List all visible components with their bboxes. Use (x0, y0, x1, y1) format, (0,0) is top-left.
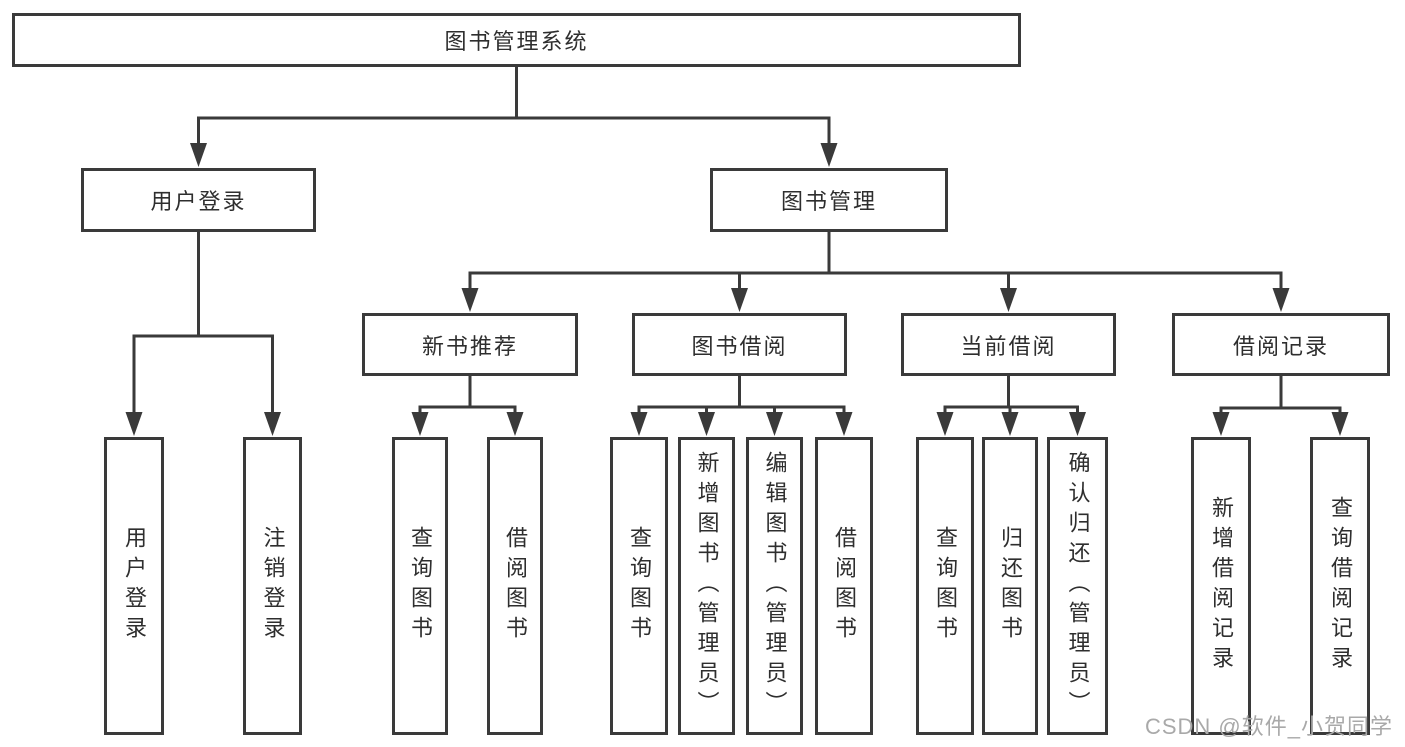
node-user-login: 用户登录 (81, 168, 316, 232)
connector-path-new-book-recommend (418, 375, 517, 419)
arrowhead-to-current-borrowing (1000, 288, 1017, 312)
arrowhead-to-leaf-br-query (1331, 412, 1349, 436)
node-leaf-logout: 注销登录 (243, 437, 302, 735)
connector-book-management (461, 231, 1290, 312)
arrowhead-to-leaf-bb-add (698, 412, 715, 436)
node-leaf-rec-borrow-label: 借阅图书 (503, 526, 528, 646)
node-leaf-cb-confirm: 确认归还（管理员） (1047, 437, 1108, 735)
node-book-management-label: 图书管理 (780, 189, 877, 214)
node-leaf-bb-query-label: 查询图书 (627, 526, 652, 646)
node-leaf-br-query-label: 查询借阅记录 (1328, 496, 1353, 676)
node-user-login-label: 用户登录 (150, 189, 247, 214)
node-root-label: 图书管理系统 (444, 29, 589, 54)
node-leaf-cb-return-label: 归还图书 (998, 526, 1023, 646)
arrowhead-to-new-book-recommend (461, 288, 479, 312)
node-leaf-br-query: 查询借阅记录 (1310, 437, 1370, 735)
node-leaf-user-login: 用户登录 (104, 437, 164, 735)
arrowhead-to-leaf-cb-confirm (1069, 412, 1086, 436)
connector-path-root (197, 66, 831, 150)
node-root: 图书管理系统 (12, 13, 1021, 67)
node-leaf-cb-return: 归还图书 (982, 437, 1038, 735)
node-new-book-recommend: 新书推荐 (362, 313, 578, 376)
connector-root (190, 66, 838, 167)
node-new-book-recommend-label: 新书推荐 (421, 333, 518, 359)
node-leaf-cb-confirm-label: 确认归还（管理员） (1065, 451, 1091, 721)
arrowhead-to-leaf-bb-borrow (835, 412, 853, 436)
node-leaf-rec-query-label: 查询图书 (408, 526, 433, 646)
node-current-borrowing: 当前借阅 (901, 313, 1116, 376)
arrowhead-to-borrowing-records (1272, 288, 1290, 312)
connector-path-book-management (468, 231, 1283, 295)
arrowhead-to-leaf-cb-return (1001, 412, 1019, 436)
node-leaf-cb-query: 查询图书 (916, 437, 974, 735)
arrowhead-to-leaf-bb-edit (766, 412, 783, 436)
node-leaf-user-login-label: 用户登录 (122, 526, 147, 646)
arrowhead-to-leaf-br-add (1212, 412, 1230, 436)
node-leaf-logout-label: 注销登录 (260, 526, 286, 646)
node-leaf-bb-query: 查询图书 (610, 437, 668, 735)
node-book-borrowing: 图书借阅 (632, 313, 847, 376)
connector-user-login (125, 231, 281, 436)
arrowhead-to-leaf-bb-query (630, 412, 648, 436)
connector-new-book-recommend (411, 375, 524, 436)
node-leaf-rec-query: 查询图书 (392, 437, 448, 735)
node-leaf-bb-add: 新增图书（管理员） (678, 437, 735, 735)
node-leaf-br-add-label: 新增借阅记录 (1209, 496, 1234, 676)
arrowhead-to-leaf-logout (264, 412, 281, 436)
node-leaf-br-add: 新增借阅记录 (1191, 437, 1251, 735)
connector-path-book-borrowing (637, 375, 846, 419)
connector-path-borrowing-records (1219, 375, 1342, 419)
node-book-management: 图书管理 (710, 168, 948, 232)
node-leaf-bb-edit: 编辑图书（管理员） (746, 437, 803, 735)
node-leaf-bb-borrow-label: 借阅图书 (832, 526, 857, 646)
node-leaf-rec-borrow: 借阅图书 (487, 437, 543, 735)
arrowhead-to-leaf-rec-query (411, 412, 429, 436)
node-book-borrowing-label: 图书借阅 (691, 333, 788, 359)
node-borrowing-records-label: 借阅记录 (1232, 333, 1329, 359)
connector-borrowing-records (1212, 375, 1349, 436)
arrowhead-to-book-management (820, 143, 838, 167)
arrowhead-to-user-login (190, 143, 207, 167)
connector-current-borrowing (936, 375, 1086, 436)
node-leaf-bb-add-label: 新增图书（管理员） (694, 451, 720, 721)
node-current-borrowing-label: 当前借阅 (960, 333, 1057, 359)
node-leaf-cb-query-label: 查询图书 (933, 526, 958, 646)
arrowhead-to-book-borrowing (731, 288, 748, 312)
node-leaf-bb-edit-label: 编辑图书（管理员） (762, 451, 788, 721)
connector-path-user-login (132, 231, 274, 419)
arrowhead-to-leaf-rec-borrow (506, 412, 524, 436)
connector-book-borrowing (630, 375, 853, 436)
node-leaf-bb-borrow: 借阅图书 (815, 437, 873, 735)
arrowhead-to-leaf-cb-query (936, 412, 954, 436)
arrowhead-to-leaf-user-login (125, 412, 143, 436)
node-borrowing-records: 借阅记录 (1172, 313, 1390, 376)
